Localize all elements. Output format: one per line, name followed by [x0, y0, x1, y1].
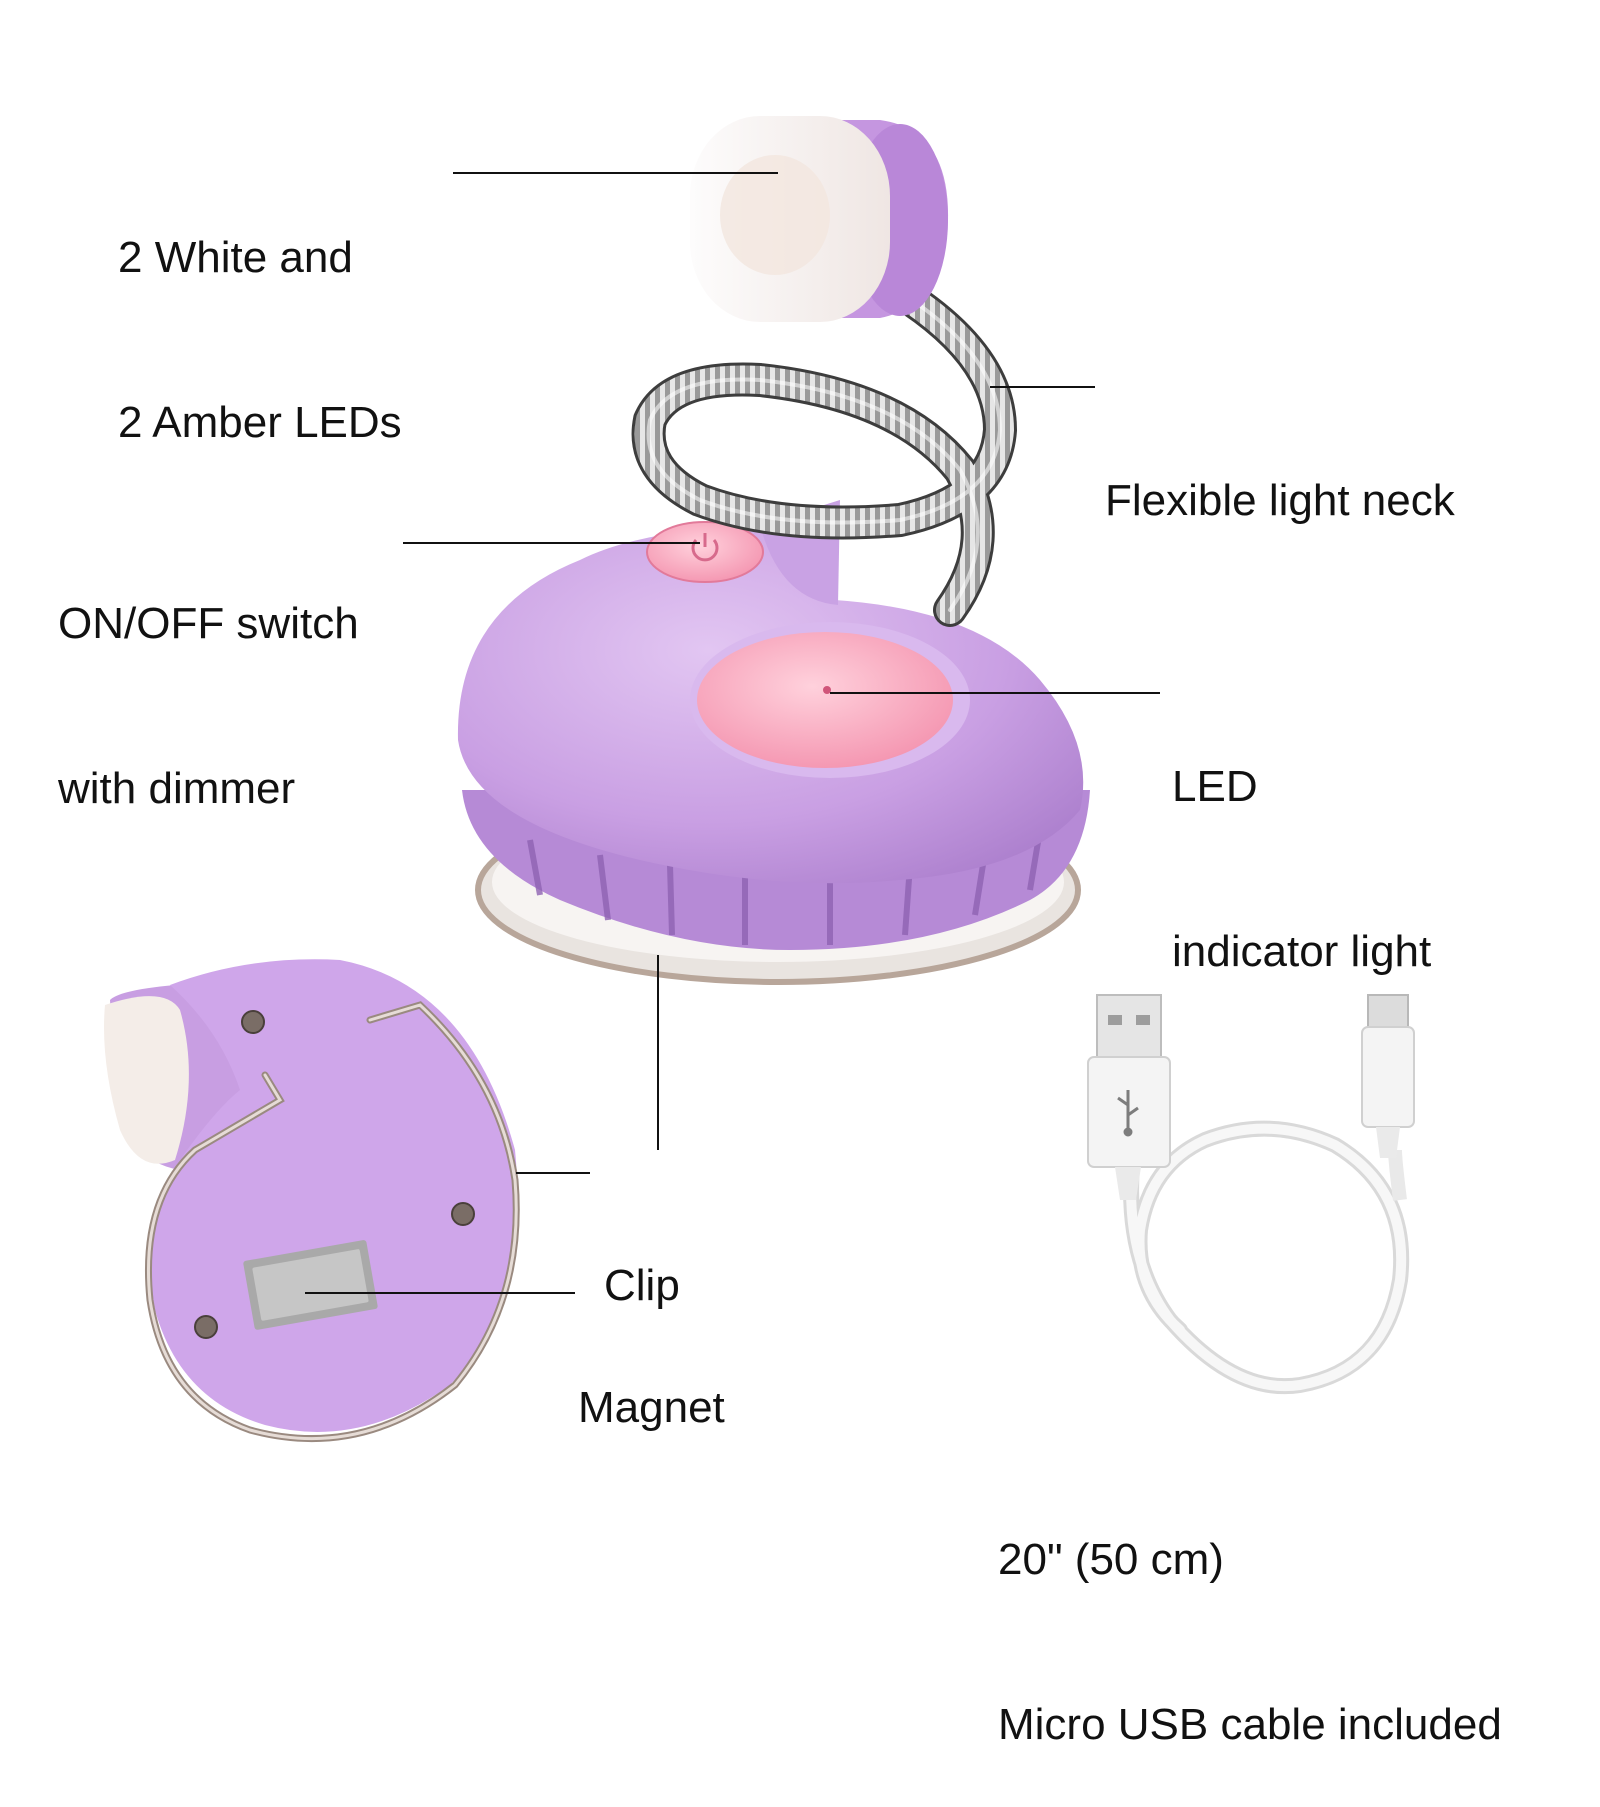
callout-magnet-line1: Magnet: [578, 1383, 725, 1432]
indicator-button[interactable]: [697, 632, 953, 768]
callout-neck-line1: Flexible light neck: [1105, 476, 1455, 525]
usb-icon: [1117, 1090, 1139, 1137]
indicator-led: [823, 686, 831, 694]
callout-leds: 2 White and 2 Amber LEDs: [118, 120, 402, 505]
callout-neck: Flexible light neck: [1105, 363, 1455, 583]
usb-cable: [1087, 994, 1415, 1395]
product-illustration: [104, 116, 1415, 1442]
screw-icon: [194, 1315, 218, 1339]
back-view-lamp: [104, 959, 520, 1442]
back-shell: [150, 959, 518, 1432]
power-icon: [691, 533, 719, 562]
callout-switch-line1: ON/OFF switch: [58, 599, 359, 648]
callout-clip-line1: Clip: [604, 1261, 680, 1310]
callout-clip: Clip: [604, 1148, 680, 1368]
callout-leds-line1: 2 White and: [118, 233, 353, 282]
lamp-head: [690, 116, 949, 322]
main-lamp: [457, 116, 1090, 985]
callout-leds-line2: 2 Amber LEDs: [118, 398, 402, 447]
screw-icon: [241, 1010, 265, 1034]
callout-cable: 20" (50 cm) Micro USB cable included: [998, 1422, 1502, 1807]
callout-cable-line2: Micro USB cable included: [998, 1700, 1502, 1749]
callout-magnet: Magnet: [578, 1270, 725, 1490]
callout-switch: ON/OFF switch with dimmer: [58, 486, 359, 871]
screw-icon: [451, 1202, 475, 1226]
callout-indicator: LED indicator light: [1172, 649, 1431, 1034]
power-switch[interactable]: [646, 521, 764, 583]
callout-cable-line1: 20" (50 cm): [998, 1535, 1224, 1584]
callout-indicator-line1: LED: [1172, 762, 1258, 811]
callout-indicator-line2: indicator light: [1172, 927, 1432, 976]
callout-switch-line2: with dimmer: [58, 764, 296, 813]
